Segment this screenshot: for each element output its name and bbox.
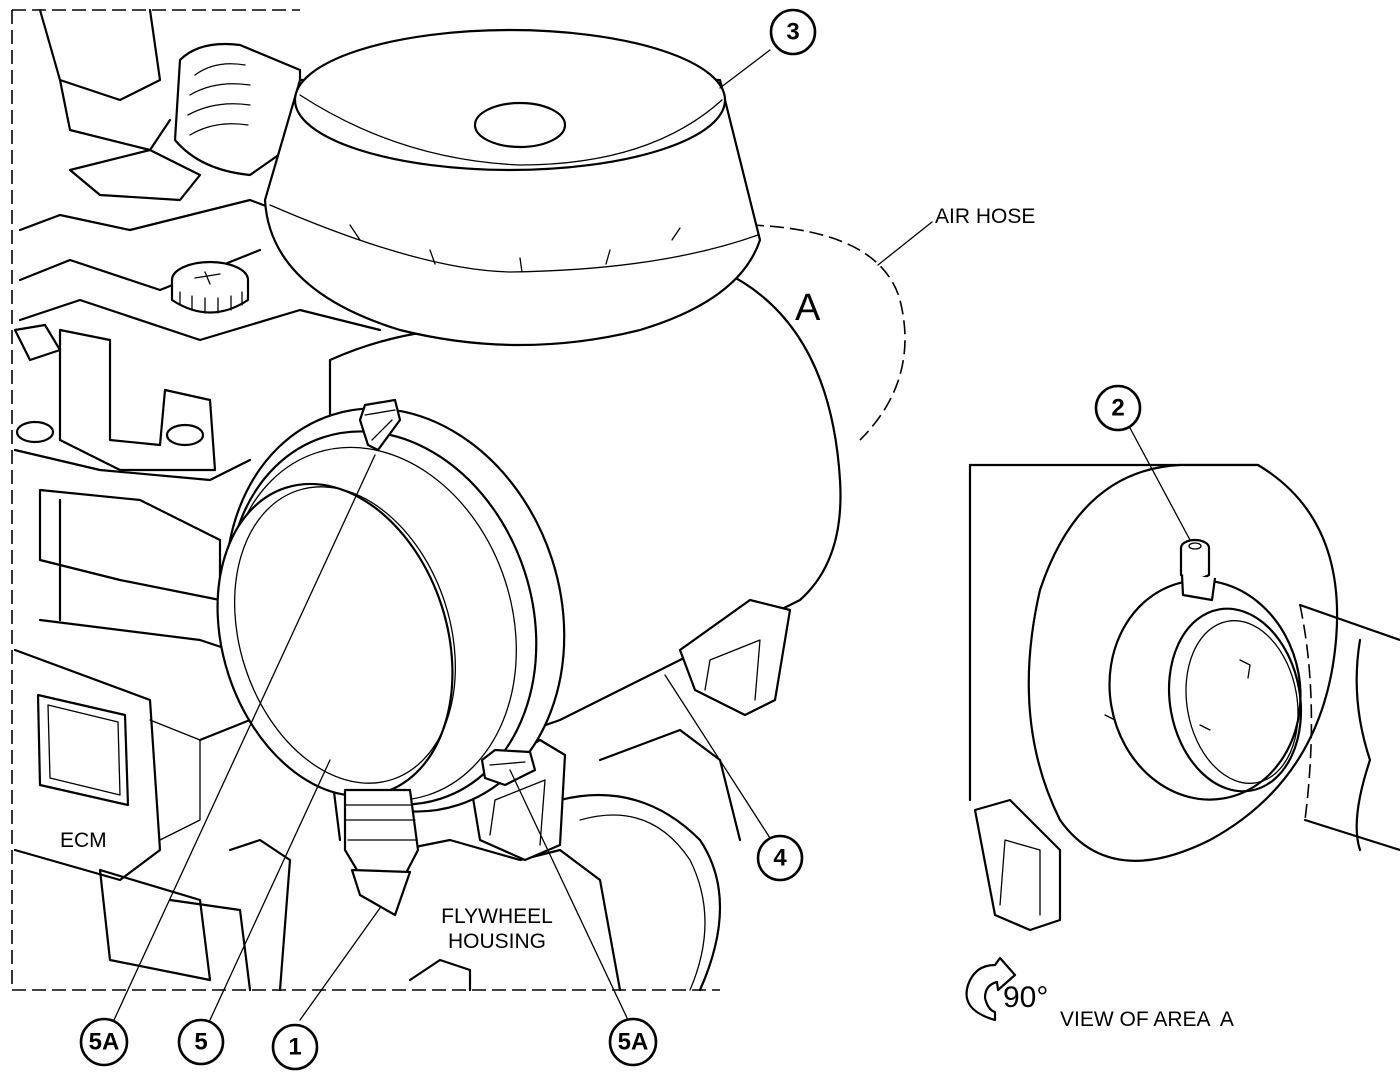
ecm-label: ECM (60, 829, 107, 852)
rotation-arrow-icon (965, 956, 1017, 1022)
air-cleaner-assembly (216, 28, 842, 917)
svg-text:2: 2 (1111, 395, 1124, 422)
end-cover (216, 482, 457, 798)
callout-3: 3 (769, 8, 817, 56)
callout-4: 4 (756, 834, 804, 882)
callout-5a-right: 5A (608, 1017, 658, 1067)
svg-text:1: 1 (288, 1034, 301, 1061)
svg-text:5: 5 (194, 1029, 207, 1056)
engine-background (11, 8, 906, 992)
view-of-area-label: VIEW OF AREA A (1060, 1008, 1234, 1031)
clamp-screw (1179, 538, 1217, 602)
callout-2: 2 (1094, 384, 1142, 432)
svg-text:5A: 5A (89, 1029, 120, 1056)
latch-clip-bottom (480, 748, 537, 787)
oil-filler-cap (170, 260, 250, 314)
flywheel-housing-label-line2: HOUSING (448, 930, 546, 953)
svg-text:3: 3 (786, 19, 799, 46)
vacuator-valve (343, 788, 420, 917)
rotation-label: 90° (1003, 981, 1048, 1014)
flywheel-housing-label-line1: FLYWHEEL (441, 905, 553, 928)
precleaner-cover (263, 28, 762, 347)
ecm-module (13, 648, 212, 982)
callout-5: 5 (177, 1018, 225, 1066)
callout-1: 1 (271, 1023, 319, 1071)
svg-text:5A: 5A (618, 1029, 649, 1056)
detail-view-area-a (965, 463, 1400, 1022)
air-hose-label: AIR HOSE (935, 205, 1035, 228)
svg-text:4: 4 (773, 845, 787, 872)
area-letter-label: A (795, 287, 821, 329)
callout-5a-left: 5A (79, 1017, 129, 1067)
leader-lines (113, 49, 1191, 1021)
latch-clip-top (358, 398, 402, 452)
